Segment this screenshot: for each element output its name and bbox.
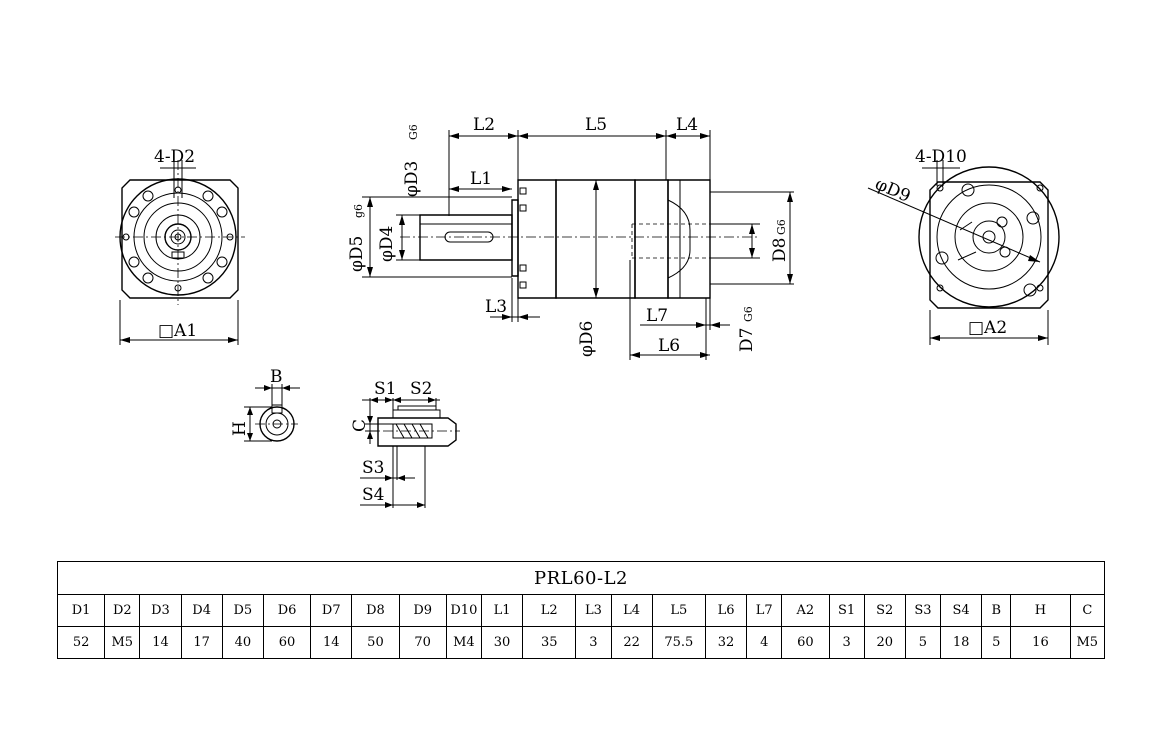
label-4-d2: 4-D2 — [154, 147, 195, 167]
table-header-l6: L6 — [704, 594, 748, 627]
label-d3: φD3 — [402, 161, 422, 197]
label-a1: □A1 — [158, 321, 197, 341]
table-cell-d4: 17 — [180, 626, 223, 659]
table-cell-b: 5 — [981, 626, 1012, 659]
table-cell-l2: 35 — [522, 626, 577, 659]
label-d8: D8 — [770, 238, 790, 262]
table-cell-c: M5 — [1069, 626, 1106, 659]
table-cell-d6: 60 — [262, 626, 312, 659]
table-header-d6: D6 — [262, 594, 312, 627]
label-l6: L6 — [658, 336, 680, 356]
table-header-d3: D3 — [139, 594, 182, 627]
table-cell-d1: 52 — [56, 626, 106, 659]
table-cell-l3: 3 — [575, 626, 612, 659]
table-cell-l6: 32 — [704, 626, 748, 659]
table-cell-d8: 50 — [351, 626, 400, 659]
table-cell-l1: 30 — [480, 626, 524, 659]
table-header-d2: D2 — [104, 594, 141, 627]
table-header-d8: D8 — [351, 594, 400, 627]
table-header-b: B — [981, 594, 1012, 627]
label-h: H — [230, 421, 250, 436]
label-a2: □A2 — [968, 318, 1007, 338]
label-l3: L3 — [485, 297, 507, 317]
table-header-d9: D9 — [398, 594, 447, 627]
table-header-a2: A2 — [781, 594, 830, 627]
label-b: B — [270, 367, 283, 387]
label-d5: φD5 — [347, 236, 367, 272]
table-cell-s4: 18 — [939, 626, 983, 659]
table-cell-s2: 20 — [863, 626, 906, 659]
label-l7: L7 — [646, 306, 668, 326]
table-header-s1: S1 — [828, 594, 865, 627]
table-cell-s1: 3 — [828, 626, 865, 659]
label-s3: S3 — [362, 458, 384, 478]
table-header-l3: L3 — [575, 594, 612, 627]
table-header-c: C — [1069, 594, 1106, 627]
label-s2: S2 — [410, 379, 432, 399]
table-cell-s3: 5 — [904, 626, 942, 659]
table-header-d4: D4 — [180, 594, 223, 627]
label-d9: φD9 — [872, 174, 913, 207]
table-header-l7: L7 — [746, 594, 783, 627]
table-header-d1: D1 — [56, 594, 106, 627]
table-cell-a2: 60 — [781, 626, 830, 659]
table-header-l2: L2 — [522, 594, 577, 627]
label-l4: L4 — [676, 115, 698, 135]
table-title: PRL60-L2 — [57, 561, 1105, 595]
table-header-h: H — [1010, 594, 1071, 627]
table-header-l4: L4 — [610, 594, 653, 627]
table-cell-d7: 14 — [310, 626, 353, 659]
table-header-d7: D7 — [310, 594, 353, 627]
label-l5: L5 — [585, 115, 607, 135]
table-header-l1: L1 — [480, 594, 524, 627]
label-d3-tol: G6 — [407, 124, 420, 140]
table-header-d5: D5 — [221, 594, 264, 627]
table-header-d10: D10 — [445, 594, 482, 627]
front-view: 4-D2 □A1 — [115, 147, 245, 345]
table-cell-d3: 14 — [139, 626, 182, 659]
label-l2: L2 — [473, 115, 495, 135]
label-4-d10: 4-D10 — [915, 147, 967, 167]
table-cell-d2: M5 — [104, 626, 141, 659]
table-cell-l5: 75.5 — [651, 626, 706, 659]
key-side-view: S1 S2 C S3 S4 — [350, 379, 460, 508]
table-header-s3: S3 — [904, 594, 942, 627]
table-cell-l4: 22 — [610, 626, 653, 659]
table-cell-h: 16 — [1010, 626, 1071, 659]
table-cell-l7: 4 — [746, 626, 783, 659]
table-header-l5: L5 — [651, 594, 706, 627]
table-header-s2: S2 — [863, 594, 906, 627]
table-header-s4: S4 — [939, 594, 983, 627]
motor-view: 4-D10 φD9 □A2 — [867, 147, 1060, 345]
label-l1: L1 — [470, 169, 492, 189]
key-end-view: B H — [230, 367, 300, 442]
label-d7: D7 — [737, 328, 757, 352]
side-view: L2 L5 L4 L1 φD3 G6 φD5 g6 φD4 L3 φD6 — [347, 115, 794, 360]
label-d4: φD4 — [377, 226, 397, 262]
label-c: C — [350, 419, 370, 432]
table-cell-d5: 40 — [221, 626, 264, 659]
label-d5-tol: g6 — [352, 204, 365, 218]
label-d8-tol: G6 — [775, 219, 788, 235]
label-d7-tol: G6 — [742, 306, 755, 322]
table-cell-d9: 70 — [398, 626, 447, 659]
label-d6: φD6 — [577, 321, 597, 357]
label-s1: S1 — [374, 379, 396, 399]
table-cell-d10: M4 — [445, 626, 482, 659]
label-s4: S4 — [362, 485, 384, 505]
